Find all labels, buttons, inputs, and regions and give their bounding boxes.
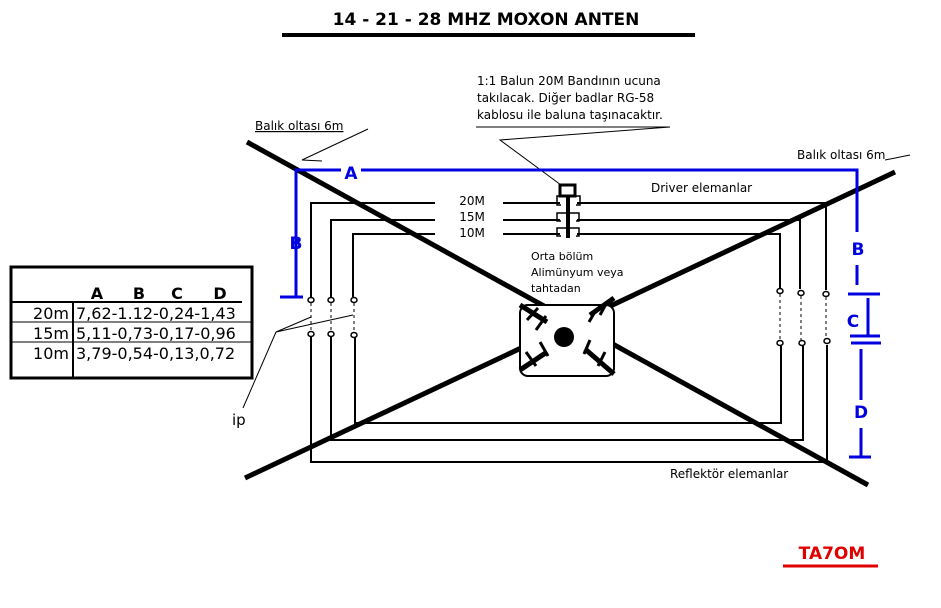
table-row-band: 20m	[33, 304, 69, 323]
ip-leader-tail	[242, 331, 277, 409]
diagram-title: 14 - 21 - 28 MHZ MOXON ANTEN	[333, 10, 640, 30]
mast-hole	[554, 327, 574, 347]
dimension-table: A B C D 20m 7,62-1.12-0,24-1,43 15m 5,11…	[9, 265, 254, 380]
balun-leader-line	[476, 126, 671, 186]
center-note-line: Orta bölüm	[531, 250, 593, 263]
callsign: TA7OM	[799, 544, 866, 564]
table-row-values: 7,62-1.12-0,24-1,43	[76, 304, 236, 323]
driver-15m-left	[330, 219, 435, 297]
table-row-band: 10m	[33, 344, 69, 363]
band-label-20m: 20M	[459, 194, 485, 208]
driver-10m-left	[352, 233, 435, 297]
dimension-a-label: A	[344, 164, 358, 184]
balun-note-line: kablosu ile baluna taşınacaktır.	[477, 108, 663, 122]
balun-note-line: takılacak. Diğer badlar RG-58	[477, 91, 654, 105]
table-header-a: A	[91, 284, 104, 303]
reflector-elements	[310, 337, 828, 463]
table-header-c: C	[171, 284, 183, 303]
clamp-bolts	[524, 303, 608, 367]
balun-note: 1:1 Balun 20M Bandının ucuna takılacak. …	[476, 74, 671, 186]
dimension-lines	[280, 168, 881, 459]
center-plate	[518, 295, 616, 377]
reflector-20m	[310, 337, 828, 463]
band-label-10m: 10M	[459, 226, 485, 240]
dimension-d-label: D	[854, 403, 868, 423]
driver-15m-right	[577, 219, 801, 289]
table-header-b: B	[133, 284, 145, 303]
center-note-line: tahtadan	[531, 282, 581, 295]
balun	[556, 183, 581, 238]
center-note-line: Alimünyum veya	[531, 266, 624, 279]
dimension-c-label: C	[847, 312, 859, 332]
balun-note-line: 1:1 Balun 20M Bandının ucuna	[477, 74, 661, 88]
table-row-values: 3,79-0,54-0,13,0,72	[76, 344, 235, 363]
dimension-b-right-label: B	[852, 240, 865, 260]
reflector-10m	[354, 337, 782, 424]
table-header-d: D	[213, 284, 226, 303]
reflector-15m	[330, 337, 804, 441]
dimension-b-left-label: B	[290, 234, 303, 254]
driver-20m-left	[310, 202, 435, 297]
ip-leader	[275, 314, 354, 333]
insulators	[307, 287, 831, 347]
fishing-rod-right-arrow	[884, 154, 911, 161]
fishing-rod-left-arrow	[301, 128, 369, 162]
ip-label: ip	[232, 411, 246, 429]
driver-elements	[310, 202, 827, 297]
band-label-15m: 15M	[459, 210, 485, 224]
fishing-rod-left-label: Balık oltası 6m	[255, 119, 343, 133]
table-row-band: 15m	[33, 324, 69, 343]
fishing-rod-right-label: Balık oltası 6m	[797, 148, 885, 162]
driver-label: Driver elemanlar	[651, 181, 752, 195]
reflector-label: Reflektör elemanlar	[670, 467, 788, 481]
driver-10m-right	[577, 233, 781, 288]
table-row-values: 5,11-0,73-0,17-0,96	[76, 324, 236, 343]
